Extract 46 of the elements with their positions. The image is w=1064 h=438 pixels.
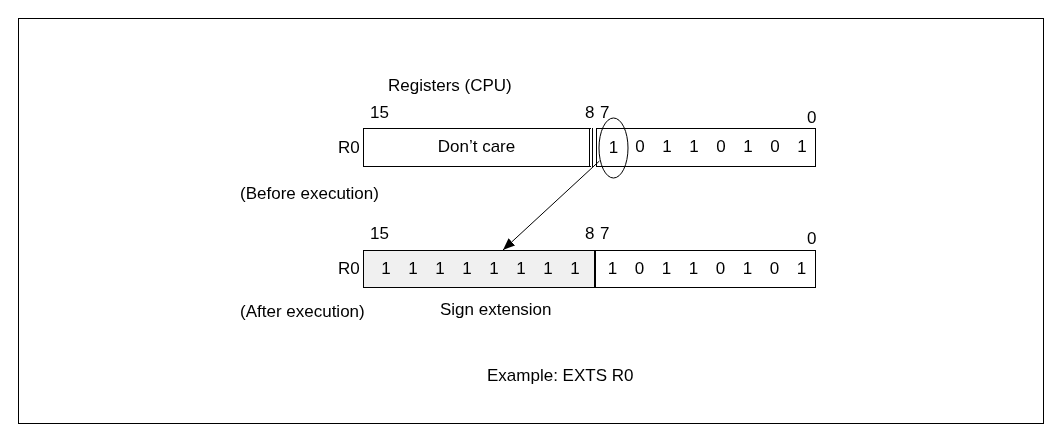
register-field [363,250,595,288]
bit-value: 0 [714,259,727,279]
bit-value: 1 [687,259,700,279]
bit-value: 0 [715,137,727,157]
register-name: R0 [338,138,360,158]
highlight-ellipse [598,117,629,179]
bit-value: 1 [380,259,392,279]
bit-value: 1 [515,259,527,279]
bit-number: 0 [807,229,817,249]
bit-value: 0 [634,137,646,157]
register-field [363,128,593,167]
bit-value: 1 [542,259,554,279]
bit-value: 1 [461,259,473,279]
bit-value: 1 [688,137,700,157]
bit-value: 1 [606,259,619,279]
bit-value: 1 [795,259,808,279]
field-text: Don’t care [436,137,517,157]
state-label: (After execution) [240,302,365,322]
bit-number: 7 [600,103,610,123]
bit-number: 15 [370,224,389,244]
caption-text: Sign extension [440,300,552,320]
bit-value: 1 [607,138,620,158]
bit-value: 0 [769,137,781,157]
heading-label: Registers (CPU) [388,76,512,96]
state-label: (Before execution) [240,184,379,204]
bit-number: 0 [807,108,817,128]
example-caption: Example: EXTS R0 [487,366,634,386]
bit-value: 1 [741,259,754,279]
register-field [596,128,816,167]
bit-value: 1 [488,259,500,279]
bit-value: 1 [434,259,446,279]
bit-number: 8 [585,224,595,244]
bit-value: 1 [569,259,581,279]
arrow [502,160,600,251]
register-field [595,250,816,288]
bit-number: 7 [600,224,610,244]
bit-number: 15 [370,103,389,123]
bit-value: 0 [768,259,781,279]
bit-value: 1 [407,259,419,279]
bit-value: 1 [742,137,754,157]
bit-value: 1 [660,259,673,279]
bit-value: 1 [796,137,808,157]
bit-value: 1 [661,137,673,157]
register-name: R0 [338,259,360,279]
bit-value: 0 [633,259,646,279]
bit-number: 8 [585,103,595,123]
